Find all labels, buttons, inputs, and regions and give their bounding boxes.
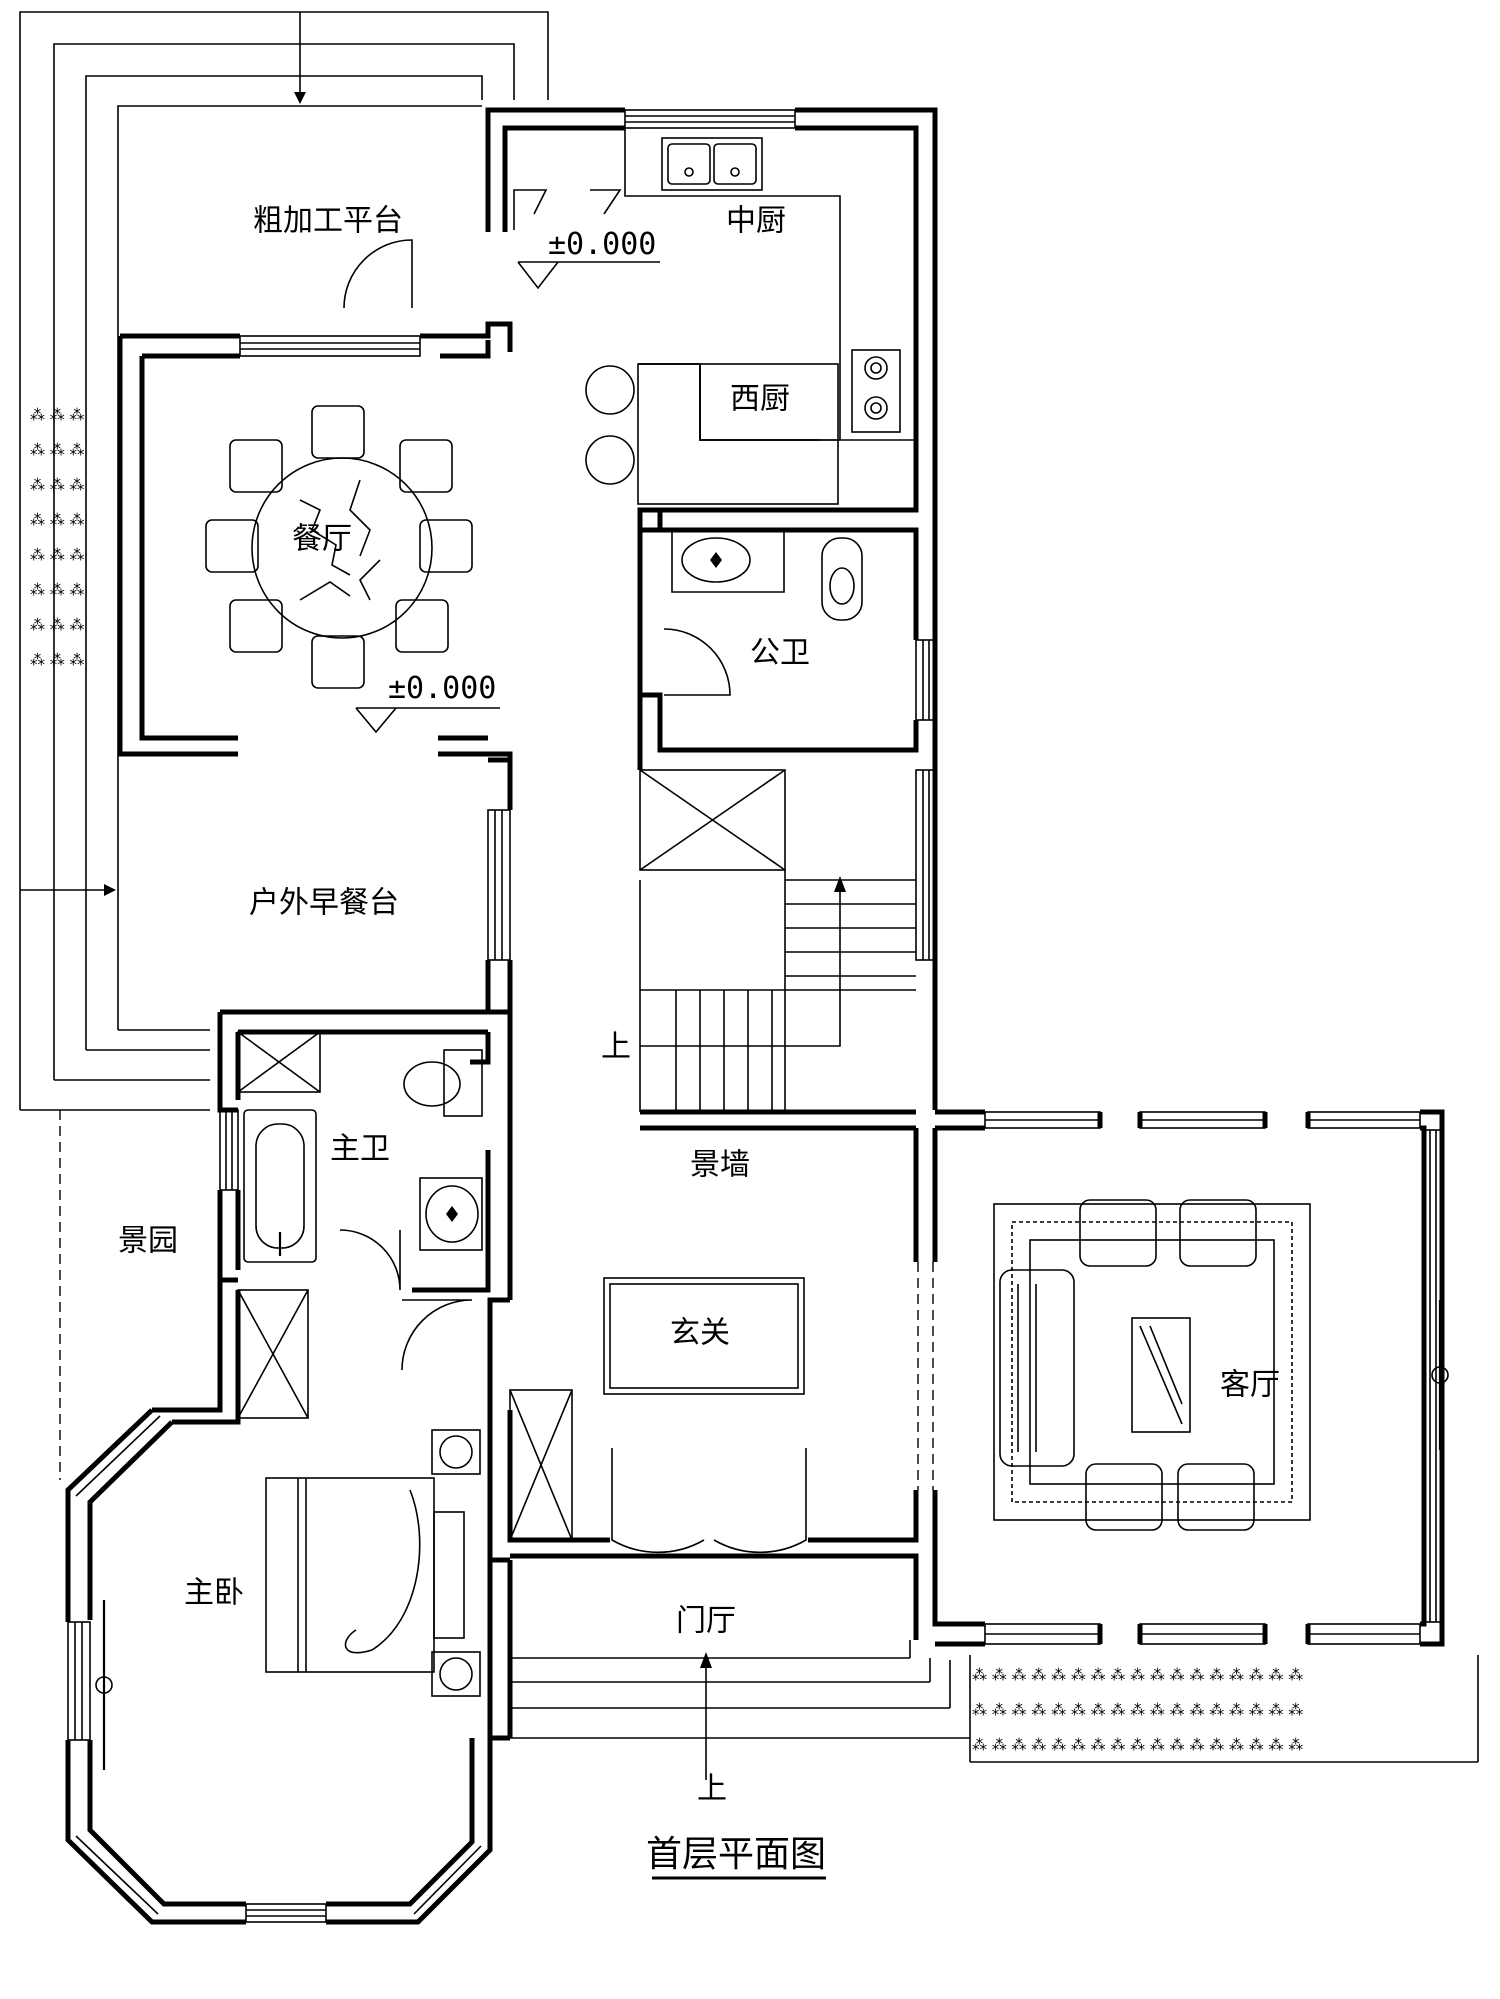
level-text-kitchen: ±0.000	[548, 227, 656, 262]
level-marker-kitchen: ±0.000	[517, 227, 660, 290]
svg-text:⁂ ⁂ ⁂: ⁂ ⁂ ⁂	[30, 651, 85, 669]
doors	[339, 189, 934, 1554]
level-text-dining: ±0.000	[388, 671, 496, 706]
svg-text:⁂ ⁂ ⁂ ⁂ ⁂ ⁂ ⁂ ⁂ ⁂ ⁂ ⁂ ⁂ ⁂ ⁂ ⁂: ⁂ ⁂ ⁂ ⁂ ⁂ ⁂ ⁂ ⁂ ⁂ ⁂ ⁂ ⁂ ⁂ ⁂ ⁂ ⁂ ⁂	[972, 1736, 1303, 1754]
lawn-strip-bottom-right: ⁂ ⁂ ⁂ ⁂ ⁂ ⁂ ⁂ ⁂ ⁂ ⁂ ⁂ ⁂ ⁂ ⁂ ⁂ ⁂ ⁂ ⁂ ⁂ ⁂ …	[969, 1655, 1479, 1763]
stair	[639, 769, 916, 1112]
label-western-kitchen: 西厨	[730, 382, 790, 417]
svg-text:⁂ ⁂ ⁂: ⁂ ⁂ ⁂	[30, 511, 85, 529]
svg-text:⁂ ⁂ ⁂ ⁂ ⁂ ⁂ ⁂ ⁂ ⁂ ⁂ ⁂ ⁂ ⁂ ⁂ ⁂: ⁂ ⁂ ⁂ ⁂ ⁂ ⁂ ⁂ ⁂ ⁂ ⁂ ⁂ ⁂ ⁂ ⁂ ⁂ ⁂ ⁂	[972, 1666, 1303, 1684]
label-stair-up: 上	[601, 1030, 631, 1065]
master-bedroom-fixtures	[237, 1289, 573, 1697]
label-entrance-hall: 门厅	[676, 1604, 736, 1639]
master-bath-fixtures	[237, 1031, 483, 1263]
label-entry-up: 上	[697, 1772, 727, 1807]
svg-text:⁂ ⁂ ⁂: ⁂ ⁂ ⁂	[30, 616, 85, 634]
svg-text:⁂ ⁂ ⁂: ⁂ ⁂ ⁂	[30, 406, 85, 424]
label-garden: 景园	[118, 1224, 178, 1259]
foyer-fixtures	[510, 1277, 970, 1780]
label-foyer: 玄关	[670, 1316, 730, 1351]
lawn-strip-left: ⁂ ⁂ ⁂ ⁂ ⁂ ⁂ ⁂ ⁂ ⁂ ⁂ ⁂ ⁂ ⁂ ⁂ ⁂ ⁂ ⁂ ⁂ ⁂ ⁂ …	[30, 406, 85, 669]
dining-table	[205, 405, 473, 689]
drawing-title: 首层平面图	[646, 1834, 826, 1875]
svg-text:⁂ ⁂ ⁂: ⁂ ⁂ ⁂	[30, 476, 85, 494]
level-marker-dining: ±0.000	[355, 671, 500, 734]
label-chinese-kitchen: 中厨	[726, 204, 786, 239]
public-bath-fixtures	[671, 530, 863, 621]
svg-text:⁂ ⁂ ⁂ ⁂ ⁂ ⁂ ⁂ ⁂ ⁂ ⁂ ⁂ ⁂ ⁂ ⁂ ⁂: ⁂ ⁂ ⁂ ⁂ ⁂ ⁂ ⁂ ⁂ ⁂ ⁂ ⁂ ⁂ ⁂ ⁂ ⁂ ⁂ ⁂	[972, 1701, 1303, 1719]
label-living-room: 客厅	[1220, 1368, 1280, 1403]
kitchen-fixtures	[585, 128, 916, 505]
svg-text:⁂ ⁂ ⁂: ⁂ ⁂ ⁂	[30, 546, 85, 564]
windows	[67, 109, 1449, 1923]
svg-text:⁂ ⁂ ⁂: ⁂ ⁂ ⁂	[30, 581, 85, 599]
label-outdoor-breakfast: 户外早餐台	[249, 886, 399, 921]
label-feature-wall: 景墙	[690, 1148, 750, 1183]
svg-text:⁂ ⁂ ⁂: ⁂ ⁂ ⁂	[30, 441, 85, 459]
label-master-bedroom: 主卧	[184, 1576, 244, 1611]
label-dining-room: 餐厅	[292, 522, 352, 557]
label-master-bath: 主卫	[330, 1132, 390, 1167]
label-public-bathroom: 公卫	[750, 636, 810, 671]
living-room-furniture	[993, 1199, 1311, 1531]
label-prep-platform: 粗加工平台	[253, 204, 403, 239]
